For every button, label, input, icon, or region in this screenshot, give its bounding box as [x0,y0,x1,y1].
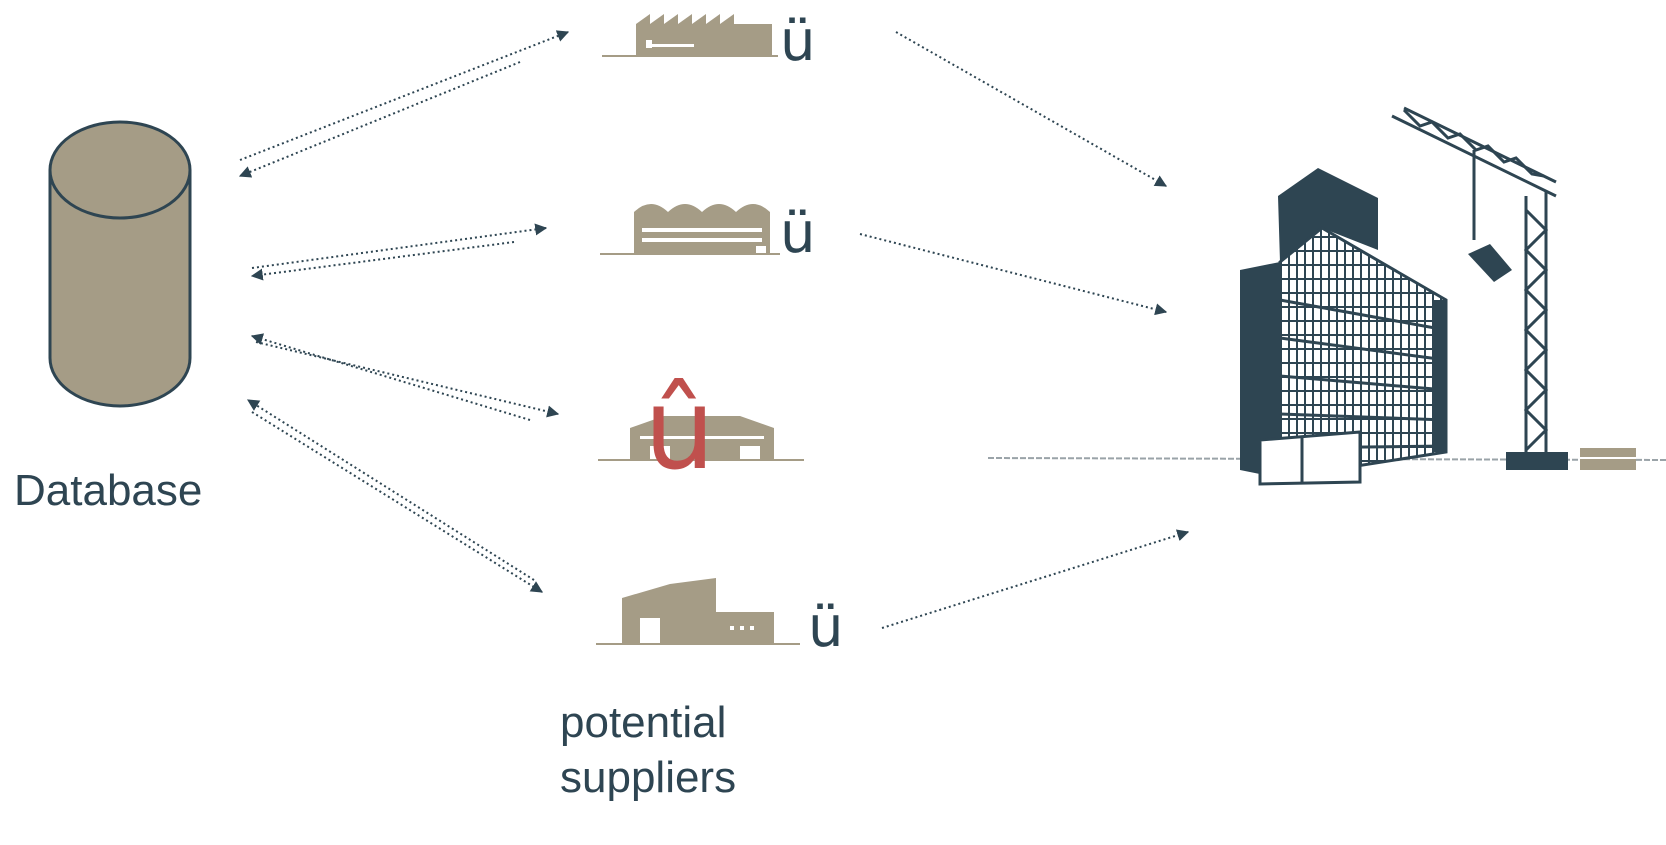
potential-suppliers-label: potential suppliers [560,695,736,805]
link-to-supplier-2 [251,223,548,269]
building-with-crane-icon [1240,106,1636,486]
workshop-icon [596,578,800,645]
database-label: Database [14,466,203,515]
supplier-3-status-mark: û [644,365,715,495]
database-cylinder-icon [48,120,192,408]
supplier-delivery-links [859,31,1190,629]
link-to-supplier-4 [251,411,544,593]
link-from-supplier-4 [246,399,535,581]
suppliers-label-line-2: suppliers [560,753,737,802]
delivery-supplier-1 [895,31,1168,187]
link-to-supplier-1 [239,30,570,161]
link-from-supplier-1 [238,61,521,178]
supplier-1-status-mark: ü [780,9,816,74]
supplier-4-status-mark: ü [808,595,844,660]
factory-arched-icon [600,204,780,255]
suppliers-label-line-1: potential [560,698,727,747]
link-to-supplier-3 [255,341,560,418]
delivery-supplier-2 [859,233,1168,316]
link-from-supplier-3 [250,333,531,421]
warehouse-icon [598,416,804,461]
link-from-supplier-2 [250,241,515,281]
supplier-2-status-mark: ü [780,201,816,266]
delivery-supplier-4 [881,529,1190,629]
database-supplier-links [238,30,570,593]
factory-sawtooth-icon [602,14,778,57]
